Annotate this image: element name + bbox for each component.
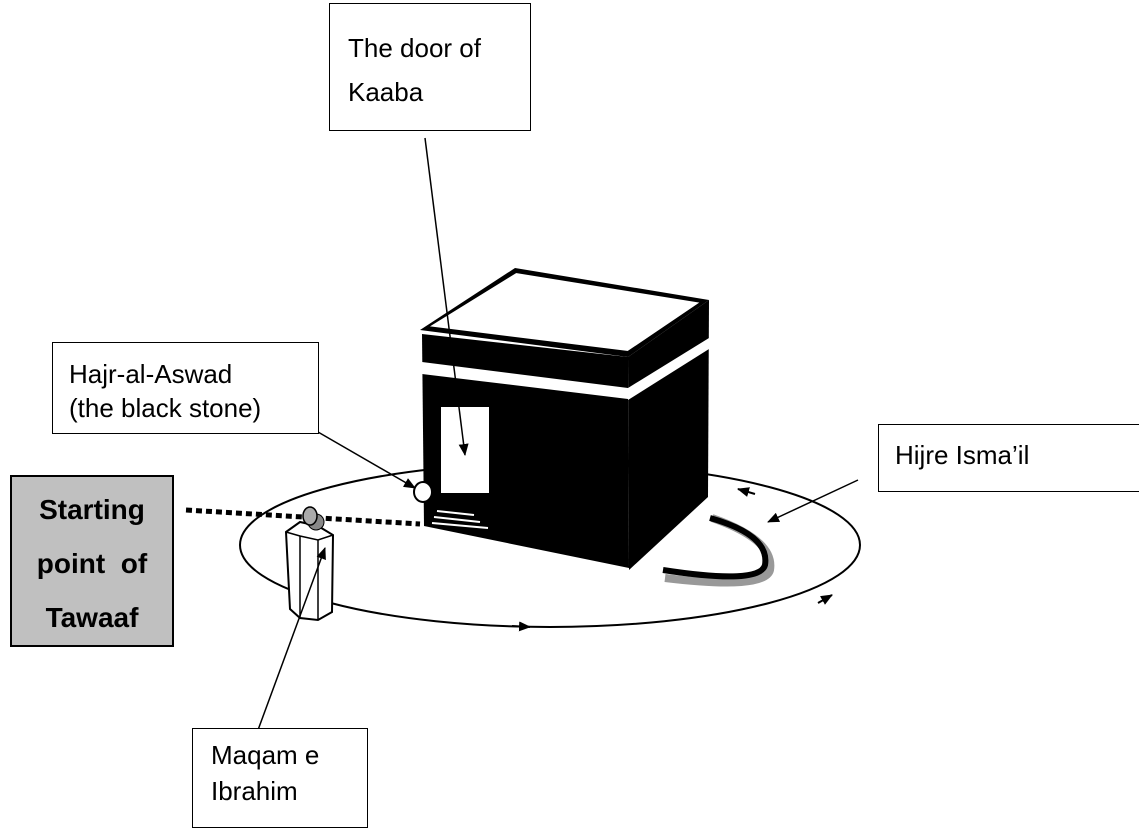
kaaba-top-face bbox=[424, 270, 705, 354]
door-label-line2: Kaaba bbox=[348, 77, 424, 107]
hijr-ismail-wall bbox=[662, 514, 775, 587]
kiswah-band-side bbox=[628, 338, 709, 400]
kiswah-band-front bbox=[422, 362, 628, 399]
circuit-arrow-bottom bbox=[511, 621, 531, 632]
maqam-label-line1: Maqam e bbox=[211, 740, 320, 770]
kaaba-steps-3 bbox=[431, 522, 489, 529]
maqam-ibrahim bbox=[284, 506, 335, 622]
kaaba-side-face bbox=[628, 300, 709, 570]
black-stone-label: Hajr-al-Aswad (the black stone) bbox=[52, 342, 319, 434]
stone-pointer bbox=[317, 431, 416, 489]
kaaba-steps-2 bbox=[433, 516, 481, 523]
circuit-arrow-right bbox=[817, 594, 833, 605]
kaaba-steps-1 bbox=[436, 510, 475, 516]
starting-point-line2: point of bbox=[36, 548, 148, 579]
starting-point-line1: Starting bbox=[39, 494, 145, 525]
starting-point-line3: Tawaaf bbox=[45, 602, 139, 633]
circuit-arrow-top-right bbox=[737, 487, 756, 497]
hijr-label-text: Hijre Isma’il bbox=[895, 440, 1030, 470]
black-stone-label-line1: Hajr-al-Aswad bbox=[69, 359, 233, 389]
kaaba bbox=[413, 268, 709, 570]
hijr-label: Hijre Isma’il bbox=[878, 424, 1139, 492]
door-pointer bbox=[424, 137, 469, 456]
hijr-pointer bbox=[767, 479, 859, 523]
black-stone-label-line2: (the black stone) bbox=[69, 393, 262, 423]
door-label: The door of Kaaba bbox=[329, 3, 531, 131]
black-stone bbox=[413, 481, 433, 503]
starting-line bbox=[185, 507, 421, 527]
door-label-line1: The door of bbox=[348, 33, 481, 63]
maqam-label-line2: Ibrahim bbox=[211, 776, 298, 806]
starting-point-label: Starting point of Tawaaf bbox=[10, 475, 174, 647]
maqam-label: Maqam e Ibrahim bbox=[192, 728, 368, 828]
maqam-pointer bbox=[257, 547, 326, 731]
